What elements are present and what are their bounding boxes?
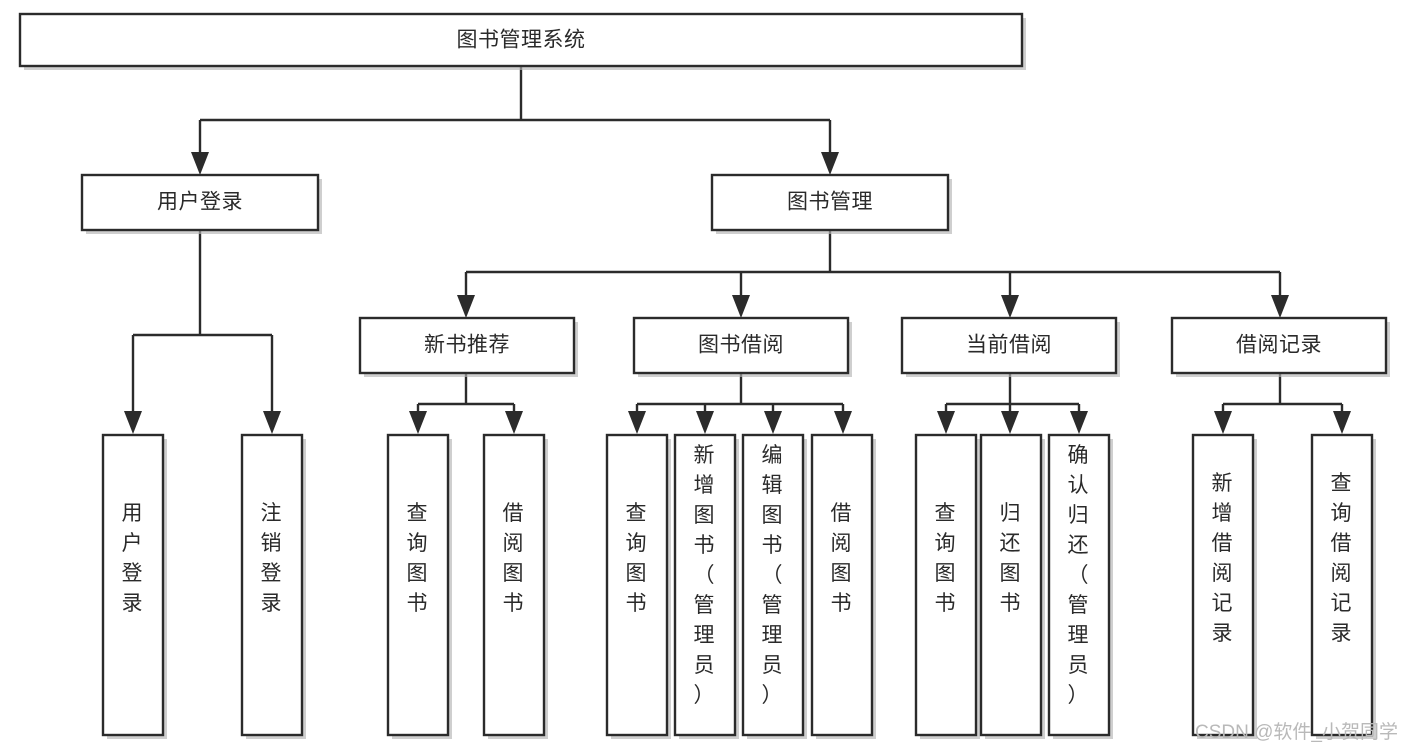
node-records-label: 借阅记录 xyxy=(1236,334,1322,357)
arrow-head-bookmgmt xyxy=(821,152,839,175)
node-leaf-borrow-2-label: 新增图书（管理员） xyxy=(694,444,717,707)
node-records-rect xyxy=(1170,316,1388,375)
node-leaf-borrow-1-rect xyxy=(605,433,669,737)
node-leaf-records-1-rect xyxy=(1191,433,1255,737)
arrow-head-leaf-new-1 xyxy=(409,411,427,434)
node-leaf-current-3-label: 确认归还（管理员） xyxy=(1068,444,1091,707)
connector-newbook-trunk xyxy=(416,373,516,418)
node-leaf-records-2-label: 查询借阅记录 xyxy=(1331,472,1354,645)
node-leaf-login-1-label: 用户登录 xyxy=(122,502,145,615)
node-current-label: 当前借阅 xyxy=(966,334,1052,357)
node-leaf-new-2-rect xyxy=(482,433,546,737)
arrow-head-login xyxy=(191,152,209,175)
node-records[interactable]: 借阅记录 xyxy=(1170,316,1390,377)
node-leaf-records-1[interactable]: 新增借阅记录 xyxy=(1191,433,1257,739)
node-leaf-login-1-rect xyxy=(101,433,165,737)
connector-login-trunk xyxy=(131,230,274,418)
node-leaf-current-3[interactable]: 确认归还（管理员） xyxy=(1047,433,1113,739)
node-bookmgmt[interactable]: 图书管理 xyxy=(710,173,952,234)
node-leaf-borrow-2[interactable]: 新增图书（管理员） xyxy=(673,433,739,739)
connector-group-newbook xyxy=(409,373,523,434)
connector-records-trunk xyxy=(1221,373,1344,418)
arrow-head-leaf-current-3 xyxy=(1070,411,1088,434)
node-leaf-borrow-3-rect xyxy=(741,433,805,737)
connector-borrow-trunk xyxy=(635,373,845,418)
node-leaf-new-1-rect xyxy=(386,433,450,737)
node-leaf-current-1-rect xyxy=(914,433,978,737)
node-leaf-current-1[interactable]: 查询图书 xyxy=(914,433,980,739)
node-leaf-current-2-rect xyxy=(979,433,1043,737)
leaf-nodes-group: 用户登录 注销登录 查询图书 借阅图书 查询图书 新增图书（管理员） xyxy=(101,433,1376,739)
arrow-head-leaf-current-1 xyxy=(937,411,955,434)
node-leaf-records-2-rect xyxy=(1310,433,1374,737)
node-leaf-records-1-label: 新增借阅记录 xyxy=(1212,472,1235,645)
arrow-head-leaf-records-2 xyxy=(1333,411,1351,434)
node-leaf-borrow-4-rect xyxy=(810,433,874,737)
arrow-head-leaf-borrow-4 xyxy=(834,411,852,434)
node-root-rect xyxy=(18,12,1024,68)
csdn-watermark: CSDN @软件_小贺同学 xyxy=(1195,721,1398,743)
node-bookmgmt-label: 图书管理 xyxy=(787,191,873,214)
node-root-label: 图书管理系统 xyxy=(457,29,586,52)
node-leaf-borrow-2-rect xyxy=(673,433,737,737)
node-leaf-borrow-4[interactable]: 借阅图书 xyxy=(810,433,876,739)
node-leaf-borrow-4-label: 借阅图书 xyxy=(831,502,854,615)
connector-group-bookmgmt xyxy=(457,230,1289,318)
node-leaf-new-2-label: 借阅图书 xyxy=(503,502,526,615)
node-login[interactable]: 用户登录 xyxy=(80,173,322,234)
node-leaf-current-1-label: 查询图书 xyxy=(935,502,958,615)
arrow-head-records xyxy=(1271,295,1289,318)
node-leaf-borrow-3[interactable]: 编辑图书（管理员） xyxy=(741,433,807,739)
node-leaf-login-2-label: 注销登录 xyxy=(261,502,284,615)
arrow-head-borrow xyxy=(732,295,750,318)
node-leaf-borrow-1-label: 查询图书 xyxy=(626,502,649,615)
node-leaf-current-2[interactable]: 归还图书 xyxy=(979,433,1045,739)
node-leaf-new-1[interactable]: 查询图书 xyxy=(386,433,452,739)
connector-group-root xyxy=(191,66,839,175)
node-newbook-rect xyxy=(358,316,576,375)
node-leaf-login-1[interactable]: 用户登录 xyxy=(101,433,167,739)
arrow-head-leaf-borrow-1 xyxy=(628,411,646,434)
node-leaf-login-2-rect xyxy=(240,433,304,737)
connector-group-current xyxy=(937,373,1088,434)
arrow-head-leaf-login-2 xyxy=(263,411,281,434)
arrow-head-leaf-borrow-2 xyxy=(696,411,714,434)
arrow-head-leaf-login-1 xyxy=(124,411,142,434)
connector-bookmgmt-trunk xyxy=(464,230,1282,300)
node-login-label: 用户登录 xyxy=(157,191,243,214)
node-borrow[interactable]: 图书借阅 xyxy=(632,316,852,377)
node-leaf-new-1-label: 查询图书 xyxy=(407,502,430,615)
connector-root-trunk xyxy=(198,66,832,158)
node-newbook[interactable]: 新书推荐 xyxy=(358,316,578,377)
arrow-head-leaf-current-2 xyxy=(1001,411,1019,434)
node-leaf-current-2-label: 归还图书 xyxy=(1000,502,1023,615)
node-leaf-new-2[interactable]: 借阅图书 xyxy=(482,433,548,739)
node-leaf-login-2[interactable]: 注销登录 xyxy=(240,433,306,739)
node-leaf-current-3-rect xyxy=(1047,433,1111,737)
arrow-head-leaf-records-1 xyxy=(1214,411,1232,434)
node-leaf-records-2[interactable]: 查询借阅记录 xyxy=(1310,433,1376,739)
node-bookmgmt-rect xyxy=(710,173,950,232)
arrow-head-leaf-new-2 xyxy=(505,411,523,434)
node-current-rect xyxy=(900,316,1118,375)
connector-group-login xyxy=(124,230,281,434)
node-newbook-label: 新书推荐 xyxy=(424,334,510,357)
connector-group-borrow xyxy=(628,373,852,434)
node-current[interactable]: 当前借阅 xyxy=(900,316,1120,377)
arrow-head-leaf-borrow-3 xyxy=(764,411,782,434)
arrow-head-newbook xyxy=(457,295,475,318)
node-root[interactable]: 图书管理系统 xyxy=(18,12,1026,70)
node-borrow-label: 图书借阅 xyxy=(698,334,784,357)
node-leaf-borrow-1[interactable]: 查询图书 xyxy=(605,433,671,739)
arrow-head-current xyxy=(1001,295,1019,318)
connector-group-records xyxy=(1214,373,1351,434)
node-login-rect xyxy=(80,173,320,232)
node-borrow-rect xyxy=(632,316,850,375)
node-leaf-borrow-3-label: 编辑图书（管理员） xyxy=(762,444,785,707)
